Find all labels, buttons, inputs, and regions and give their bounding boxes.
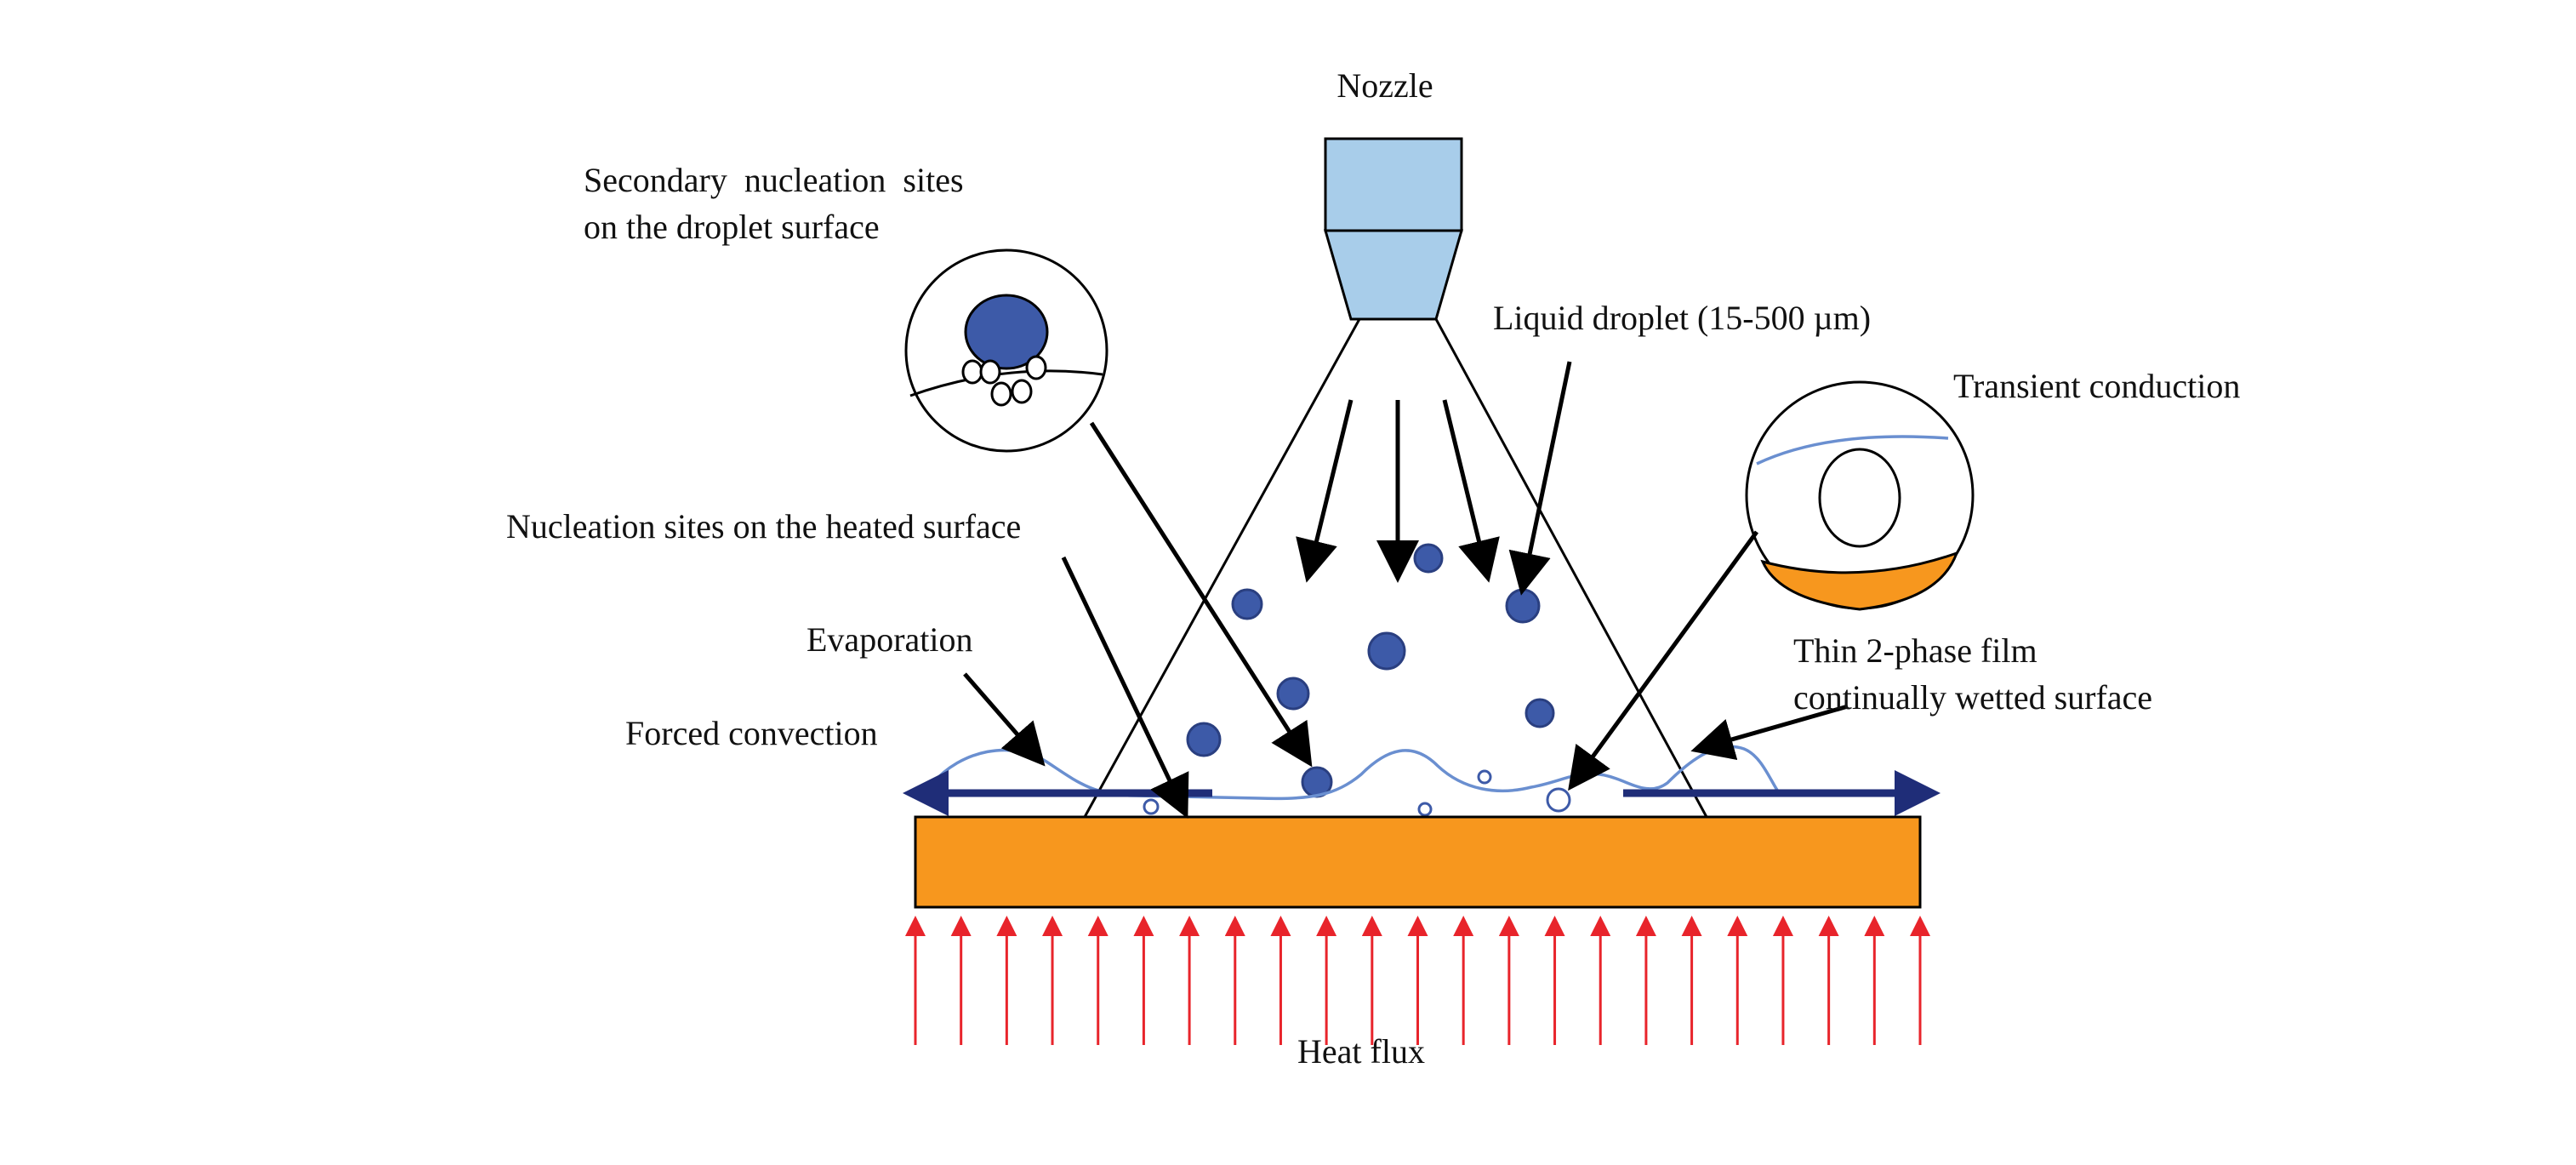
droplet: [1367, 631, 1406, 671]
secondary-nucleation-label-line1: Secondary nucleation sites: [584, 161, 964, 199]
heat-flux-label: Heat flux: [1297, 1032, 1425, 1071]
liquid-droplet-label: Liquid droplet (15-500 µm): [1493, 299, 1871, 337]
droplet: [1231, 588, 1263, 620]
thin-film-label-line1: Thin 2-phase film: [1793, 631, 2037, 670]
thin-film-label-line2: continually wetted surface: [1793, 678, 2152, 717]
bubble: [1477, 769, 1492, 785]
spray-arrows: [1296, 399, 1500, 583]
nozzle: [1324, 137, 1463, 321]
droplet: [1186, 722, 1222, 757]
secondary-nucleation-inset: [904, 248, 1108, 453]
transient-conduction-inset: [1745, 380, 1975, 611]
evaporation-label: Evaporation: [806, 620, 973, 659]
bubble: [1546, 787, 1571, 813]
heat-flux-arrows: [905, 916, 1930, 1045]
droplet: [1413, 543, 1444, 574]
vapor-bubbles: [1143, 769, 1571, 817]
bubble: [1417, 802, 1433, 817]
transient-conduction-label: Transient conduction: [1953, 367, 2240, 405]
secondary-nucleation-label-line2: on the droplet surface: [584, 208, 880, 246]
nozzle-label: Nozzle: [1336, 66, 1433, 105]
droplet: [1276, 677, 1310, 711]
bubble: [1143, 798, 1160, 815]
spray-cone: [1083, 318, 1708, 818]
pointer-arrows: [963, 361, 1849, 819]
droplet: [1525, 698, 1555, 728]
droplet: [1505, 588, 1541, 624]
liquid-film: [930, 745, 1780, 801]
forced-convection-label: Forced convection: [625, 714, 878, 752]
heated-surface: [914, 815, 1922, 909]
liquid-droplets: [1186, 543, 1555, 798]
nucleation-heated-label: Nucleation sites on the heated surface: [506, 507, 1021, 545]
